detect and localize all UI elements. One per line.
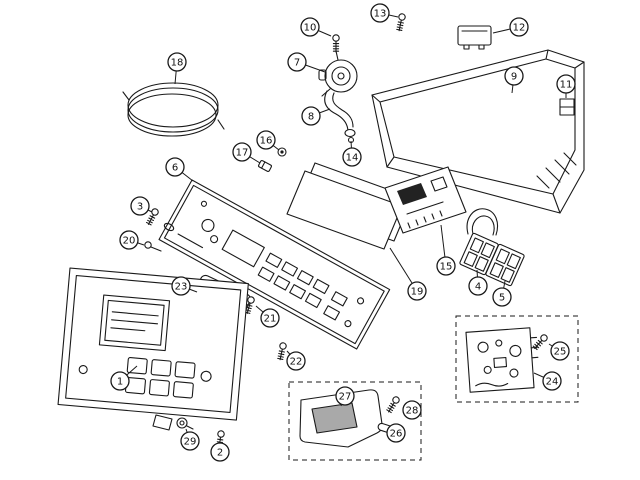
inset-box-bracket [288, 381, 422, 461]
button-block-4-part [459, 232, 499, 276]
svg-text:24: 24 [546, 377, 559, 388]
svg-text:2: 2 [217, 448, 223, 459]
svg-text:23: 23 [175, 282, 188, 293]
svg-text:17: 17 [236, 148, 249, 159]
screw-25-part [531, 332, 550, 352]
screw-10-part [332, 34, 340, 53]
svg-text:28: 28 [406, 406, 419, 417]
button-block-5-part [485, 243, 525, 287]
svg-text:9: 9 [511, 72, 517, 83]
power-board-part [465, 327, 539, 393]
svg-text:21: 21 [264, 314, 277, 325]
hose-fitting-part [344, 128, 356, 144]
callout-29-indicator-lamp: 29 [180, 428, 200, 451]
svg-text:26: 26 [390, 429, 403, 440]
callout-3-screw: 3 [130, 196, 153, 216]
indicator-lamp-part [152, 414, 194, 431]
svg-text:5: 5 [499, 293, 505, 304]
callout-27-access-bracket: 27 [335, 386, 355, 407]
callout-14-hose-fitting: 14 [342, 140, 362, 167]
screw-28-part [385, 395, 401, 415]
coiled-wire-part [122, 82, 225, 137]
callout-12-switch: 12 [492, 17, 529, 37]
callout-11-bracket: 11 [556, 74, 576, 98]
callout-28-screw: 28 [402, 400, 422, 420]
callout-17-sleeve: 17 [232, 142, 261, 164]
callout-22-screw: 22 [286, 350, 306, 371]
sleeve-17-part [258, 160, 272, 172]
callout-24-power-board: 24 [533, 371, 562, 391]
callout-26-clip: 26 [386, 423, 406, 443]
front-panel-part [57, 267, 249, 421]
svg-text:20: 20 [123, 236, 136, 247]
svg-text:11: 11 [560, 80, 573, 91]
callout-13-screw: 13 [370, 3, 399, 23]
callout-6-rear-panel: 6 [165, 157, 194, 182]
callout-4-button-block: 4 [468, 269, 488, 296]
console-shell-part [371, 49, 585, 214]
clip-20-part [144, 241, 162, 252]
callout-23-display-lens: 23 [171, 276, 198, 296]
svg-text:15: 15 [440, 262, 453, 273]
callout-16-grommet: 16 [256, 130, 280, 151]
svg-text:25: 25 [554, 347, 567, 358]
screw-22-part [276, 341, 288, 361]
control-board-part [384, 166, 467, 234]
callout-1-front-control-panel: 1 [110, 365, 138, 391]
svg-text:8: 8 [308, 112, 314, 123]
switch-12-part [457, 25, 492, 50]
bracket-11-part [559, 98, 575, 116]
callout-7-pressure-switch: 7 [287, 52, 326, 73]
callout-10-screw: 10 [300, 17, 332, 37]
pressure-switch-part [318, 50, 358, 97]
svg-text:22: 22 [290, 357, 303, 368]
svg-text:4: 4 [475, 282, 481, 293]
svg-text:1: 1 [117, 377, 123, 388]
svg-text:6: 6 [172, 163, 178, 174]
callout-5-button-block: 5 [492, 280, 512, 307]
svg-text:3: 3 [137, 202, 143, 213]
insulator-sheet-part [286, 162, 413, 250]
svg-text:16: 16 [260, 136, 273, 147]
svg-text:10: 10 [304, 23, 317, 34]
svg-text:14: 14 [346, 153, 359, 164]
screw-3-part [145, 207, 175, 232]
screw-13-part [395, 12, 407, 32]
callout-layer: 1234567891011121314151617181920212223242… [110, 3, 576, 462]
svg-text:18: 18 [171, 58, 184, 69]
svg-text:13: 13 [374, 9, 387, 20]
wire-hook-part [466, 208, 499, 236]
svg-text:19: 19 [411, 287, 424, 298]
callout-9-console-shell: 9 [504, 66, 524, 94]
callout-8-hose: 8 [301, 106, 331, 126]
callout-18-coiled-wire: 18 [167, 52, 187, 85]
callout-25-screw: 25 [548, 341, 570, 361]
callout-20-clip: 20 [119, 230, 145, 250]
inset-box-board [455, 315, 579, 403]
svg-text:29: 29 [184, 437, 197, 448]
callout-2-screw: 2 [210, 442, 230, 462]
callout-19-insulator-sheet: 19 [389, 247, 427, 301]
rear-panel-part [158, 179, 391, 350]
callout-15-control-board: 15 [436, 224, 456, 276]
callout-21-screw: 21 [255, 305, 280, 328]
svg-text:27: 27 [339, 392, 352, 403]
svg-text:12: 12 [513, 23, 526, 34]
pressure-hose-part [324, 90, 354, 133]
svg-text:7: 7 [294, 58, 300, 69]
grommet-16-part [277, 147, 287, 157]
